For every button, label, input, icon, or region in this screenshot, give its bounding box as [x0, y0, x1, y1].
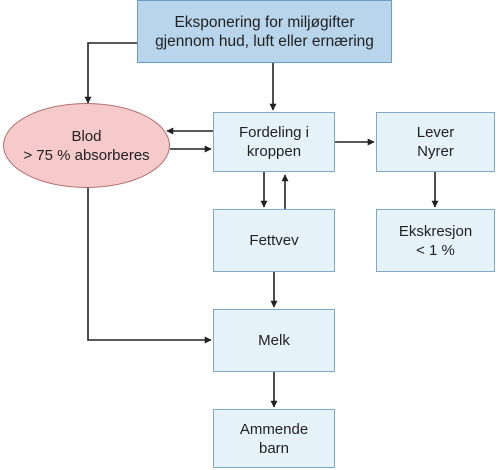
distribution-box: Fordeling i kroppen [213, 112, 335, 172]
nursing-child-box: Ammende barn [213, 409, 335, 468]
edge-exposure-to-blood [84, 42, 137, 104]
excretion-box: Ekskresjon < 1 % [376, 209, 495, 272]
blood-ellipse: Blod > 75 % absorberes [3, 103, 170, 188]
exposure-box: Eksponering for miljøgifter gjennom hud,… [137, 0, 392, 63]
liver-kidneys-box: Lever Nyrer [376, 112, 495, 172]
milk-box: Melk [213, 309, 335, 372]
edge-blood-to-milk [87, 188, 212, 344]
fat-tissue-box: Fettvev [213, 209, 335, 272]
